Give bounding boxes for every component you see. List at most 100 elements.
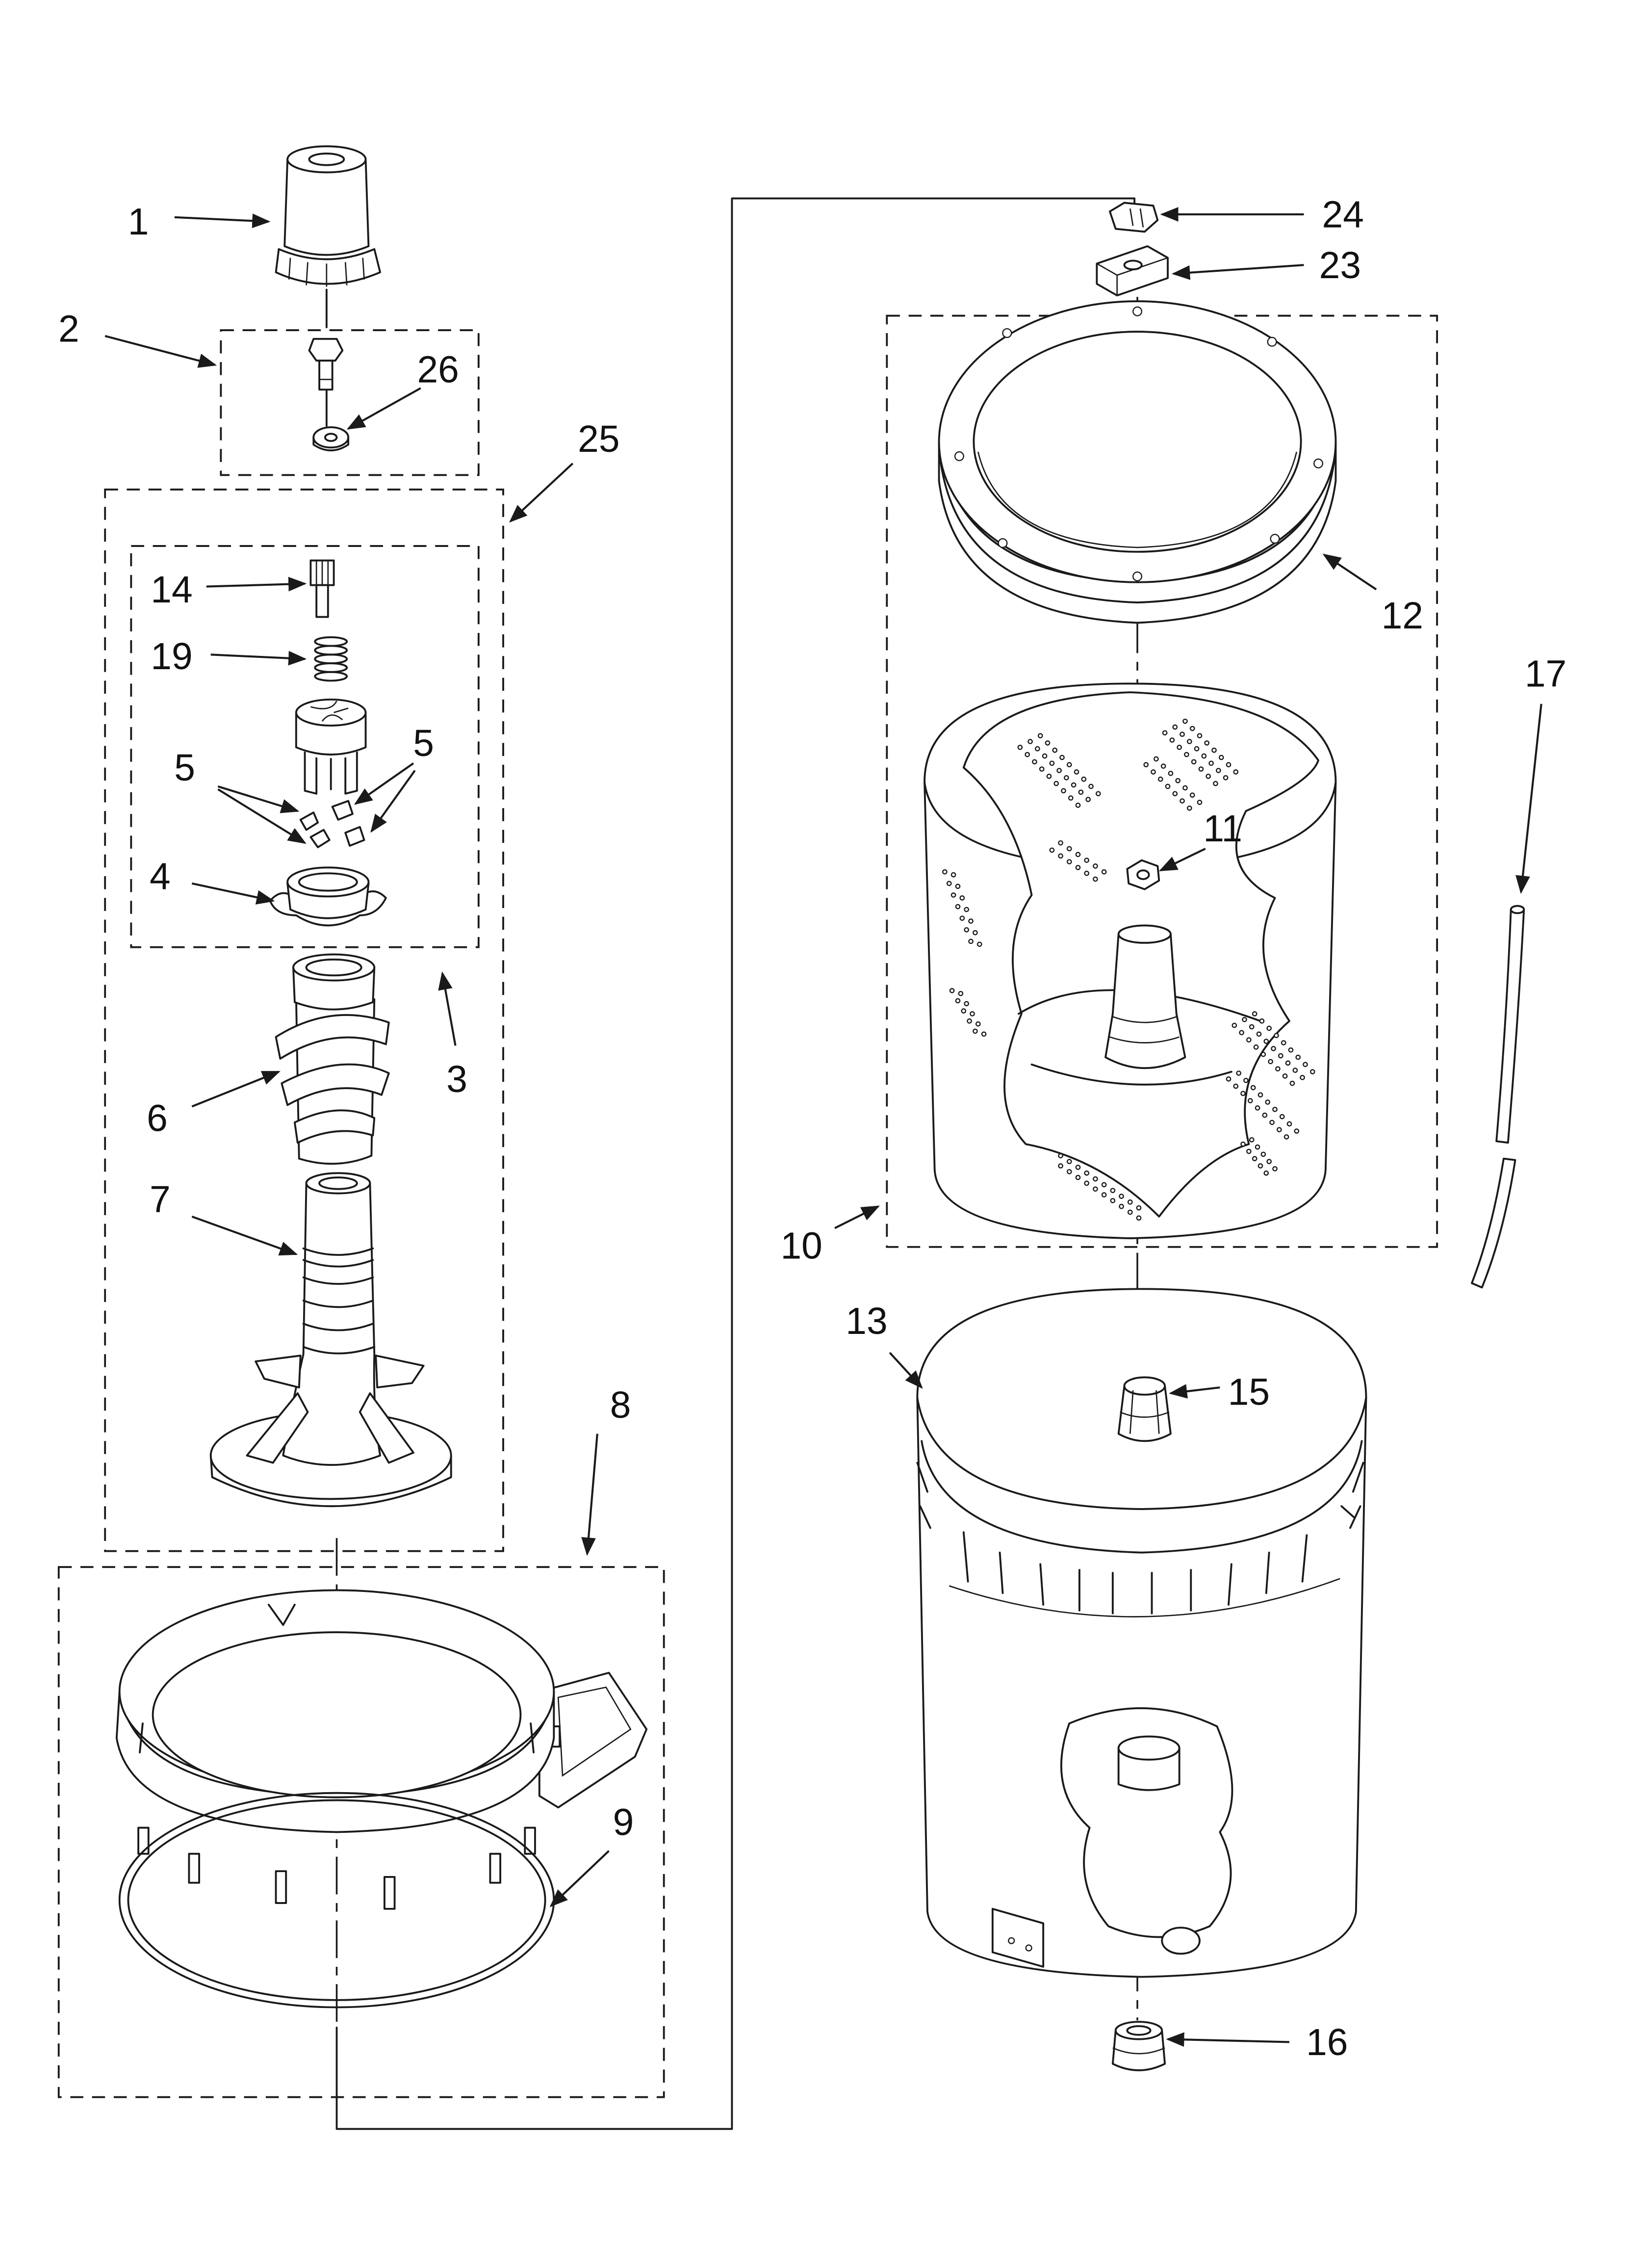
basket-perforation-hole [1253,1044,1259,1050]
seal-body [1117,1385,1172,1442]
tub-slot-rim [949,1578,1340,1617]
basket-perforation-hole [1058,1163,1063,1169]
basket-perforation-hole [1066,859,1072,864]
basket-perforation-hole [1071,782,1077,788]
callout-4: 4 [150,856,171,898]
basket-perforation-hole [1274,1033,1279,1039]
basket-perforation-hole [1084,858,1090,863]
tub-sump-top [1117,1735,1180,1761]
basket-perforation-hole [1263,1039,1269,1044]
arrow-12 [1322,553,1377,591]
basket-perforation-hole [1136,1215,1142,1221]
basket-perforation-hole [1032,759,1037,765]
ring-tabs [137,1826,536,1910]
callout-17: 17 [1525,653,1566,695]
agitator-fin-lower-left [246,1392,309,1464]
arrow-5-left-b [217,788,307,844]
basket-perforation-hole [1160,763,1166,769]
callout-14: 14 [151,569,192,611]
basket-perforation-hole [1081,776,1087,782]
arrow-4 [191,882,275,905]
basket-perforation-hole [1058,840,1063,846]
basket-perforation-hole [968,918,974,924]
basket-perforation-hole [1213,781,1218,786]
part-26-washer [312,390,350,451]
basket-perforation-hole [1184,752,1189,757]
balance-ring-inner-top [973,331,1302,553]
callout-5-right: 5 [413,723,434,764]
dog-shaft [315,584,329,618]
basket-perforation-hole [1247,1098,1253,1103]
seal-ribs [1120,1390,1170,1434]
basket-perforation-hole [1039,766,1045,772]
basket-perforation-hole [1286,1121,1292,1127]
callout-12: 12 [1382,595,1423,637]
basket-perforation-hole [1249,1024,1255,1030]
basket-perforation-hole [1218,755,1224,760]
basket-perforation-hole [1180,798,1185,804]
basket-perforation-hole [1250,1085,1256,1091]
basket-perforation-hole [959,895,965,901]
basket-perforation-hole [973,930,978,936]
basket-perforation-hole [1078,789,1084,795]
basket-perforation-hole [1257,1092,1263,1098]
basket-perforation-hole [1046,774,1052,779]
part-23-plate [1096,245,1169,297]
basket-perforation-hole [1049,847,1055,853]
basket-perforation-hole [1262,1112,1268,1118]
hose-end [1510,905,1525,914]
basket-perforation-hole [1169,737,1175,743]
basket-perforation-hole [1266,1025,1272,1031]
basket-perforation-hole [950,892,956,898]
basket-perforation-hole [1249,1137,1255,1143]
callout-6: 6 [147,1098,168,1140]
arrow-25 [509,463,574,523]
ring-tab [524,1826,536,1855]
fitting-body [1111,2029,1166,2071]
cap-hole [308,153,345,166]
basket-perforation-hole [1064,775,1069,781]
arrow-16 [1166,2032,1290,2047]
hose-upper-segment [1495,909,1525,1144]
arrow-9 [549,1850,610,1907]
plate-hole [1123,260,1143,271]
bolt-shaft [318,360,334,391]
tub-cutaway [1060,1707,1233,1938]
basket-perforation-hole [1279,1114,1285,1120]
basket-perforation-hole [1189,792,1195,798]
drive-cam [295,698,367,795]
basket-perforation-hole [1066,1169,1072,1174]
cap-skirt-ribs [288,258,365,287]
part-11-nut [1126,859,1160,890]
arrow-15 [1169,1384,1220,1399]
basket-perforation-hole [1175,778,1181,783]
basket-perforation-hole [1278,1053,1283,1059]
basket-perforations [942,718,1315,1221]
basket-perforation-hole [1260,1151,1266,1157]
basket-perforation-hole [1084,1170,1090,1176]
callout-19: 19 [151,636,192,678]
basket-perforation-hole [1277,1127,1282,1132]
callout-1: 1 [128,201,149,243]
basket-perforation-hole [968,938,974,944]
basket-perforation-hole [1182,718,1188,724]
basket-hub [1104,924,1186,1069]
basket-perforation-hole [1075,1165,1081,1170]
callout-8: 8 [610,1384,631,1426]
dog-teeth [315,560,329,585]
arrow-14 [206,576,307,592]
ring-tab [188,1852,200,1884]
basket-perforation-hole [1272,1166,1278,1172]
basket-perforation-hole [1052,747,1058,753]
group-box-2 [220,329,480,476]
basket-perforation-hole [1177,744,1182,750]
basket-perforation-hole [1240,1091,1246,1096]
basket-perforation-hole [1110,1188,1116,1193]
arrow-1 [174,213,271,228]
callout-7: 7 [150,1179,171,1221]
basket-perforation-hole [1243,1077,1249,1083]
group-box-8 [57,1566,665,2098]
auger-flight-lower [281,1063,390,1106]
basket-perforation-hole [1255,1144,1260,1150]
